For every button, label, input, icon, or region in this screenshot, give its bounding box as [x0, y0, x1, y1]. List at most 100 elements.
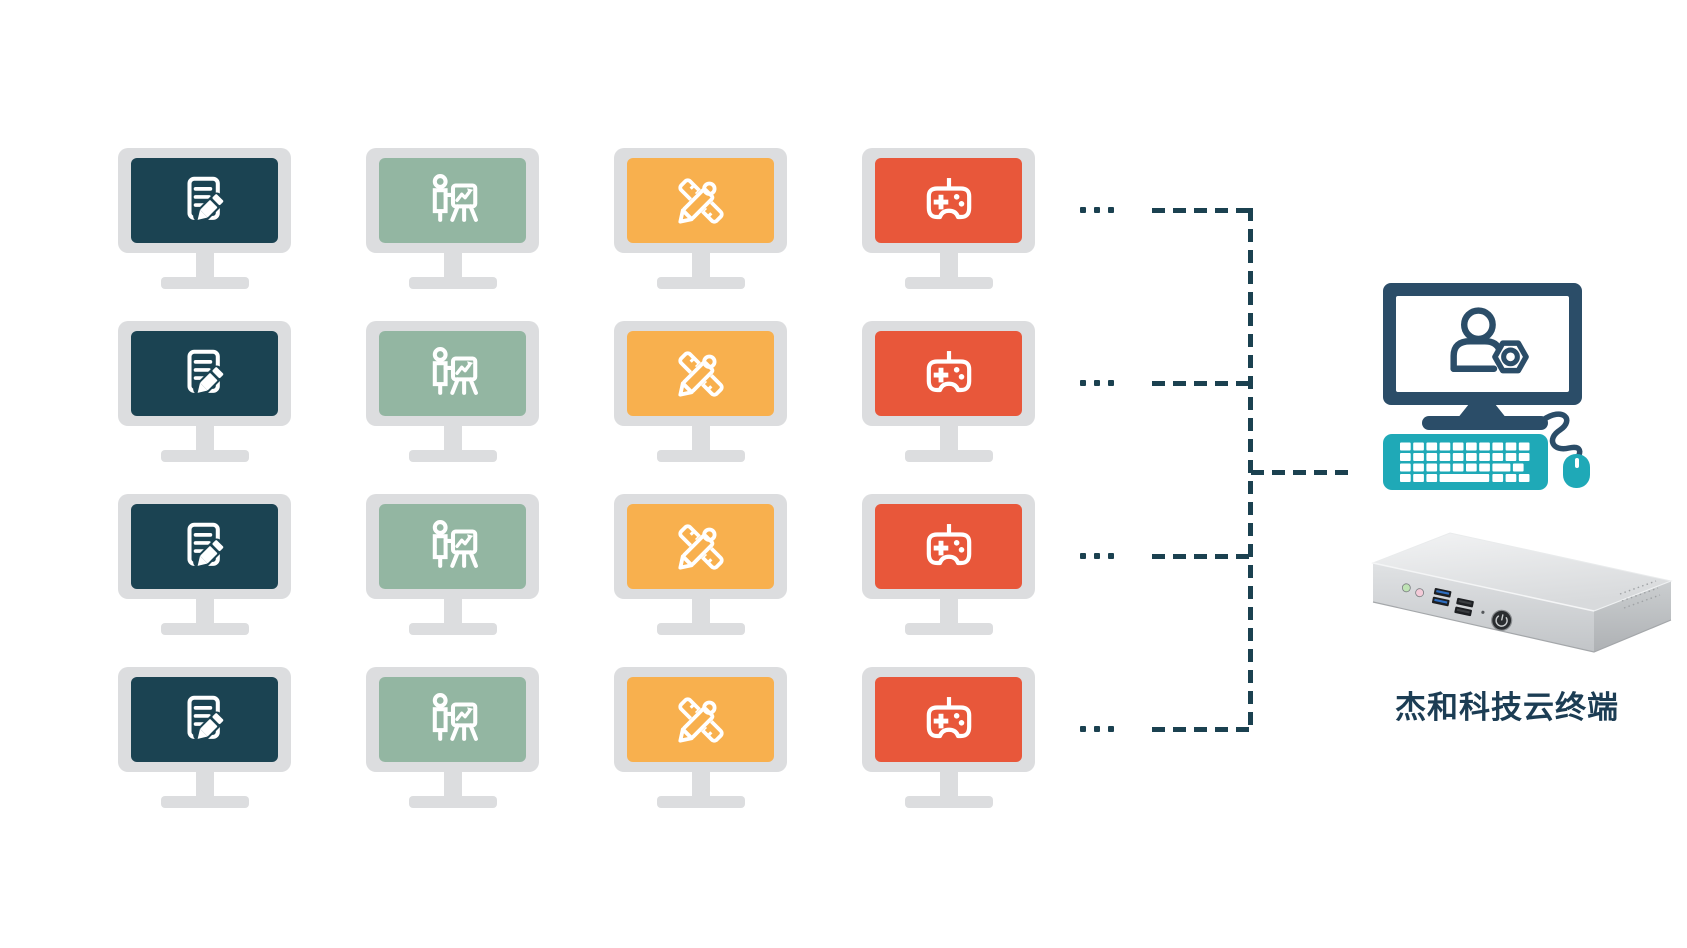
monitor-stand-neck — [692, 772, 710, 798]
monitor-presentation — [366, 494, 539, 635]
monitor-stand-base — [409, 623, 497, 635]
monitor-stand-neck — [940, 599, 958, 625]
gamepad-icon — [926, 523, 971, 565]
monitor-stand-neck — [196, 599, 214, 625]
terminal-mouse — [1563, 454, 1590, 488]
presentation-icon — [432, 346, 478, 395]
ellipsis-dot — [1080, 207, 1086, 213]
monitor-stand-base — [161, 623, 249, 635]
monitor-stand-base — [657, 277, 745, 289]
document-edit-icon — [186, 695, 225, 743]
monitor-stand-neck — [444, 426, 462, 452]
monitor-screen — [627, 158, 774, 243]
document-edit-icon — [186, 522, 225, 570]
more-monitors-ellipsis-icon — [1080, 553, 1114, 559]
ellipsis-dot — [1108, 207, 1114, 213]
monitor-stand-base — [409, 277, 497, 289]
monitor-stand-neck — [196, 253, 214, 279]
gamepad-icon — [926, 177, 971, 219]
presentation-icon — [432, 692, 478, 741]
monitor-screen — [131, 504, 278, 589]
ellipsis-dot — [1080, 380, 1086, 386]
mouse-cable — [1540, 411, 1583, 461]
ellipsis-dot — [1108, 380, 1114, 386]
monitor-screen — [379, 677, 526, 762]
ruler-pencil-icon — [673, 523, 724, 574]
ellipsis-dot — [1094, 726, 1100, 732]
monitor-stand-base — [409, 450, 497, 462]
terminal-monitor-neck — [1457, 404, 1507, 419]
ellipsis-dot — [1094, 380, 1100, 386]
monitor-stand-base — [161, 796, 249, 808]
monitor-screen — [379, 331, 526, 416]
monitor-screen — [875, 677, 1022, 762]
dashed-branch-line — [1152, 381, 1253, 386]
ellipsis-dot — [1080, 553, 1086, 559]
monitor-screen — [627, 677, 774, 762]
monitor-screen — [875, 158, 1022, 243]
monitor-presentation — [366, 321, 539, 462]
dashed-trunk-line — [1248, 208, 1253, 732]
terminal-keyboard — [1383, 434, 1548, 490]
monitor-stand-base — [905, 450, 993, 462]
dashed-branch-line — [1152, 727, 1253, 732]
monitor-document — [118, 667, 291, 808]
monitor-screen — [627, 504, 774, 589]
terminal-monitor-base — [1422, 416, 1548, 430]
document-edit-icon — [186, 349, 225, 397]
terminal-monitor-screen — [1396, 296, 1569, 392]
gamepad-icon — [926, 696, 971, 738]
monitor-design — [614, 321, 787, 462]
monitor-stand-neck — [692, 426, 710, 452]
monitor-stand-neck — [692, 253, 710, 279]
presentation-icon — [432, 519, 478, 568]
mouse-scroll-slit — [1574, 458, 1579, 468]
monitor-screen — [131, 331, 278, 416]
monitor-stand-neck — [444, 772, 462, 798]
terminal-monitor — [1383, 283, 1582, 405]
monitor-stand-base — [905, 623, 993, 635]
monitor-stand-neck — [444, 253, 462, 279]
monitor-document — [118, 148, 291, 289]
monitor-design — [614, 667, 787, 808]
monitor-design — [614, 494, 787, 635]
monitor-stand-base — [657, 796, 745, 808]
dashed-terminal-line — [1251, 470, 1351, 475]
user-gear-icon — [1449, 307, 1529, 374]
monitor-stand-neck — [196, 426, 214, 452]
monitor-stand-neck — [444, 599, 462, 625]
monitor-stand-base — [657, 450, 745, 462]
monitor-presentation — [366, 667, 539, 808]
monitor-gaming — [862, 494, 1035, 635]
monitor-design — [614, 148, 787, 289]
monitor-stand-base — [657, 623, 745, 635]
ellipsis-dot — [1080, 726, 1086, 732]
presentation-icon — [432, 173, 478, 222]
ellipsis-dot — [1108, 726, 1114, 732]
ellipsis-dot — [1094, 207, 1100, 213]
monitor-screen — [875, 331, 1022, 416]
monitor-stand-base — [161, 277, 249, 289]
ruler-pencil-icon — [673, 177, 724, 228]
ellipsis-dot — [1094, 553, 1100, 559]
monitor-stand-neck — [940, 772, 958, 798]
gamepad-icon — [926, 350, 971, 392]
monitor-stand-base — [905, 796, 993, 808]
ellipsis-dot — [1108, 553, 1114, 559]
monitor-screen — [379, 504, 526, 589]
monitor-stand-neck — [196, 772, 214, 798]
document-edit-icon — [186, 176, 225, 224]
monitor-stand-base — [161, 450, 249, 462]
dashed-branch-line — [1152, 208, 1253, 213]
monitor-gaming — [862, 667, 1035, 808]
ruler-pencil-icon — [673, 350, 724, 401]
monitor-stand-neck — [940, 426, 958, 452]
monitor-gaming — [862, 321, 1035, 462]
monitor-screen — [379, 158, 526, 243]
monitor-stand-base — [409, 796, 497, 808]
monitor-stand-base — [905, 277, 993, 289]
monitor-screen — [131, 677, 278, 762]
mini-pc-device — [1371, 532, 1673, 653]
more-monitors-ellipsis-icon — [1080, 726, 1114, 732]
